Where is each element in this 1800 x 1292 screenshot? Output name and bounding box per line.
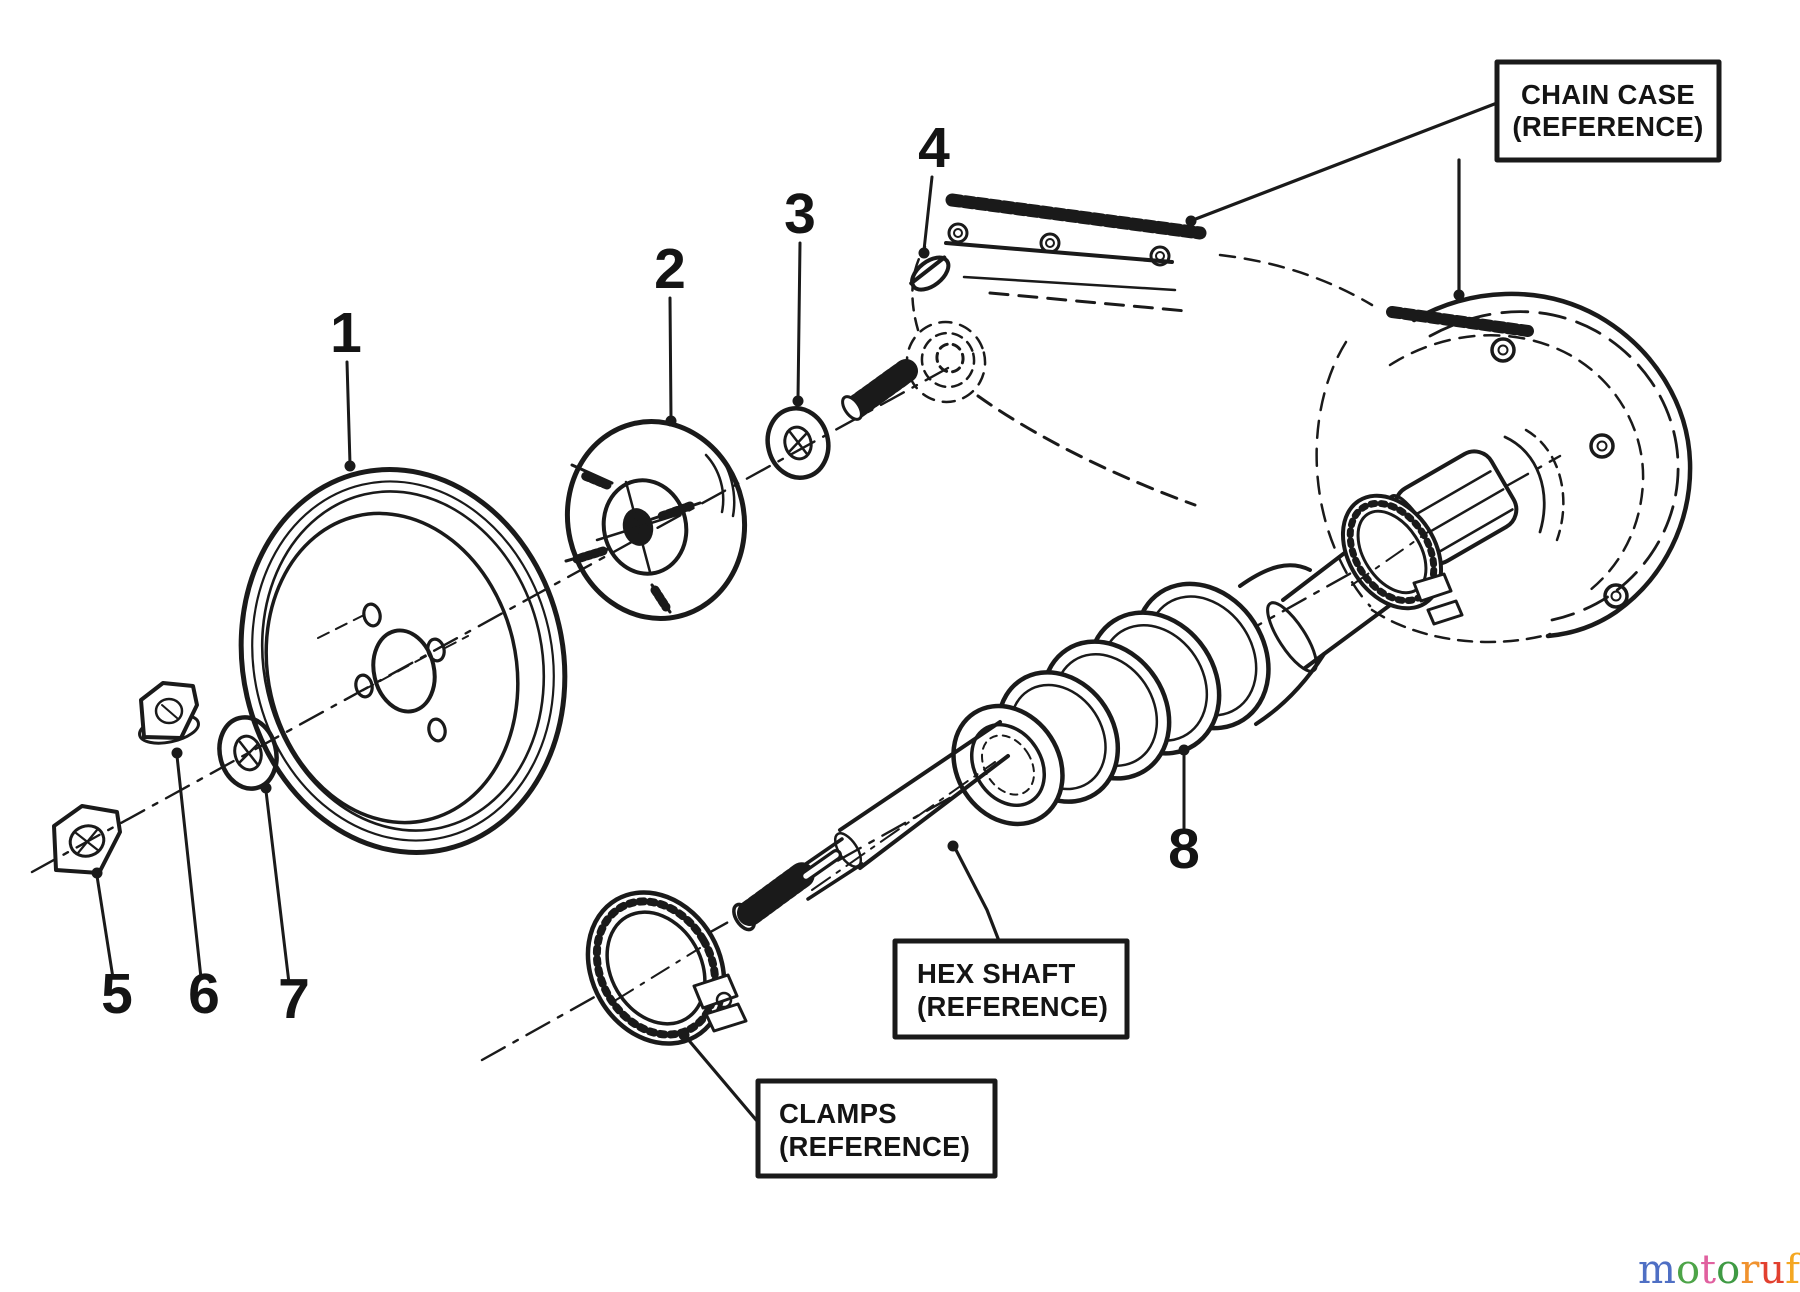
logo-letter: o [1676,1247,1700,1292]
threaded-stub-drawing [841,359,918,421]
chain-case-box-line1: CHAIN CASE [1521,79,1695,110]
callout-8: 8 [1168,744,1200,881]
housing-drawing [1315,291,1693,644]
callout-8-label: 8 [1168,817,1200,881]
logo-letter: m [1638,1247,1676,1292]
clutch-part-2 [564,419,748,621]
clamps-box-line1: CLAMPS [779,1098,897,1129]
callout-5: 5 [91,867,133,1026]
callout-1-label: 1 [330,301,362,365]
callout-5-label: 5 [101,962,133,1026]
callout-7-label: 7 [278,967,310,1031]
motoruf-watermark: motoruf'.de [1638,1247,1800,1292]
callout-3: 3 [784,182,816,407]
callout-7: 7 [260,782,310,1031]
callout-6-label: 6 [188,962,220,1026]
logo-letter: f [1785,1247,1800,1292]
callout-2-label: 2 [654,237,686,301]
logo-letter: o [1716,1247,1740,1292]
flange-nut-part-6 [138,681,200,745]
callout-2: 2 [654,237,686,427]
axis-lines [30,366,1562,1062]
callout-1: 1 [330,301,362,472]
callout-3-label: 3 [784,182,816,246]
logo-letter: u [1759,1247,1785,1292]
hex-shaft-box-line1: HEX SHAFT [917,958,1076,989]
chain-case-box: CHAIN CASE (REFERENCE) [1185,59,1722,301]
clamp-drawing [585,890,748,1046]
washer-part-7 [217,715,279,791]
logo-letter: t [1700,1247,1716,1292]
chain-case-drawing [905,193,1374,507]
hex-shaft-box-line2: (REFERENCE) [917,991,1108,1022]
callout-6: 6 [171,747,220,1026]
bellows-part-8 [951,563,1326,827]
clamps-box-line2: (REFERENCE) [779,1131,970,1162]
logo-letter: r [1740,1247,1760,1292]
hex-shaft-box: HEX SHAFT (REFERENCE) [892,840,1130,1040]
wheel-part-1 [238,467,568,855]
nut-part-5 [52,804,122,875]
clamps-box: CLAMPS (REFERENCE) [678,1029,998,1179]
callout-4: 4 [918,116,950,259]
key-part-4 [909,255,951,292]
washer-part-3 [765,406,831,480]
callout-4-label: 4 [918,116,950,180]
chain-case-box-line2: (REFERENCE) [1512,111,1703,142]
hex-shaft-drawing [732,720,1010,932]
